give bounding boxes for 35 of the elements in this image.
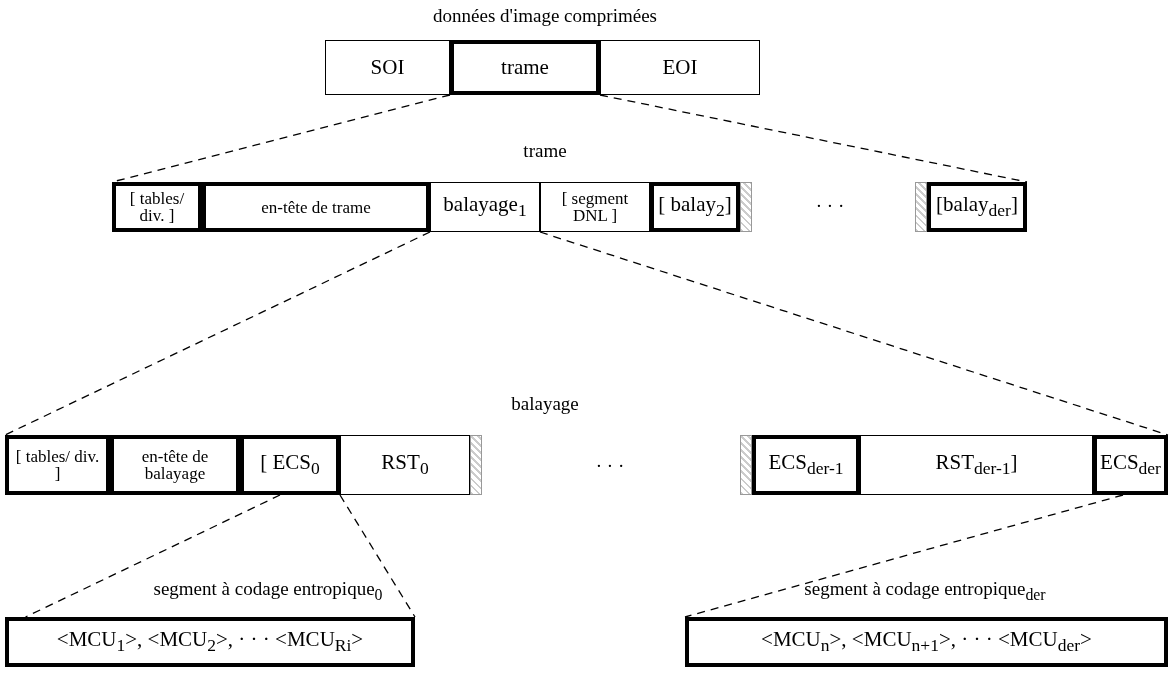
heading-text: données d'image comprimées (433, 5, 657, 27)
segment-box: EOI (600, 40, 760, 95)
separator-bar (470, 435, 482, 495)
segment-box: <MCU$_{1}$>, <MCU$_{2}$>, · · · <MCU$_{Ri}$> (5, 617, 415, 667)
segment-box: ECS$_{der-1}$ (752, 435, 860, 495)
heading-text: segment à codage entropique$_{0}$ (153, 578, 383, 604)
segment-box: balayage$_{1}$ (430, 182, 540, 232)
ellipsis: · · · (595, 455, 625, 477)
ellipsis: · · · (815, 195, 845, 217)
segment-box: trame (450, 40, 600, 95)
segment-box: [balay$_{der}$] (927, 182, 1027, 232)
heading-text: balayage (511, 393, 579, 415)
dashed-line (599, 94, 1028, 183)
heading-text: trame (523, 140, 567, 162)
segment-box: [ tables/ div. ] (112, 182, 202, 232)
separator-bar (740, 435, 752, 495)
segment-box: ECS$_{der}$ (1093, 435, 1168, 495)
segment-box: [ tables/ div. ] (5, 435, 110, 495)
segment-box: [ segment DNL ] (540, 182, 650, 232)
separator-bar (915, 182, 927, 232)
dashed-line (24, 494, 281, 618)
dashed-line (4, 231, 431, 436)
separator-bar (740, 182, 752, 232)
segment-box: RST$_{der-1}$] (860, 435, 1093, 495)
segment-box: <MCU$_{n}$>, <MCU$_{n+1}$>, · · · <MCU$_{der}$> (685, 617, 1168, 667)
segment-box: SOI (325, 40, 450, 95)
dashed-line (339, 494, 416, 618)
dashed-line (684, 494, 1124, 618)
segment-box: [ ECS$_{0}$ (240, 435, 340, 495)
heading-text: segment à codage entropique$_{der}$ (804, 578, 1046, 604)
segment-box: RST$_{0}$ (340, 435, 470, 495)
segment-box: en-tête de balayage (110, 435, 240, 495)
segment-box: [ balay$_{2}$] (650, 182, 740, 232)
dashed-line (539, 231, 1169, 436)
segment-box: en-tête de trame (202, 182, 430, 232)
